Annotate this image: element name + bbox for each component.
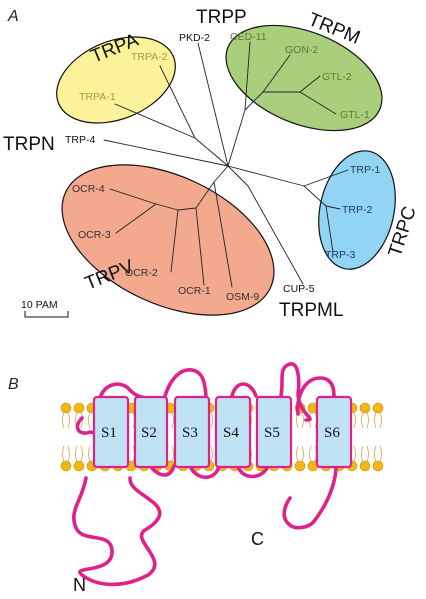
trpp-family-label: TRPP bbox=[196, 7, 247, 28]
gene-label: TRPA-2 bbox=[131, 51, 168, 63]
gene-label: TRP-3 bbox=[325, 249, 355, 261]
trpa-ellipse bbox=[56, 36, 176, 124]
tree-branches bbox=[103, 41, 349, 288]
lipid-tail bbox=[374, 411, 377, 429]
scale-bar-label: 10 PAM bbox=[21, 299, 58, 311]
lipid-tail bbox=[88, 411, 91, 429]
lipid-tail bbox=[80, 445, 83, 463]
lipid-head bbox=[60, 460, 72, 472]
segment-s1-label: S1 bbox=[101, 425, 117, 441]
lipid-tail bbox=[75, 445, 78, 463]
trpv-ellipse bbox=[61, 164, 275, 316]
gene-label: TRPA-1 bbox=[79, 91, 116, 103]
c-terminus-label: C bbox=[251, 529, 264, 549]
segment-s5 bbox=[255, 395, 293, 469]
gene-label: TRP-1 bbox=[350, 164, 380, 176]
lipid-tail bbox=[301, 411, 304, 429]
lipid-head bbox=[359, 460, 371, 472]
segment-s4-label: S4 bbox=[223, 425, 239, 441]
lipid-tail bbox=[361, 445, 364, 463]
panel-a: A bbox=[3, 7, 421, 321]
segment-s5-label: S5 bbox=[264, 425, 280, 441]
scale-bar: 10 PAM bbox=[21, 299, 69, 318]
gene-label: PKD-2 bbox=[179, 32, 210, 44]
segment-s1 bbox=[92, 395, 130, 469]
panel-a-label: A bbox=[7, 8, 19, 25]
trpml-family-label: TRPML bbox=[279, 300, 343, 321]
gene-label: GTL-2 bbox=[322, 71, 352, 83]
lipid-head bbox=[372, 402, 384, 414]
panel-b-label: B bbox=[8, 376, 19, 393]
polypeptide-chain bbox=[72, 362, 338, 587]
n-terminus-label: N bbox=[73, 575, 86, 595]
lipid-tail bbox=[88, 445, 91, 463]
lipid-tail bbox=[366, 411, 369, 429]
lipid-tail bbox=[67, 445, 70, 463]
lipid-tail bbox=[62, 411, 65, 429]
gene-label: TRP-2 bbox=[342, 204, 372, 216]
gene-label: TRP-4 bbox=[65, 134, 95, 146]
gene-label: OCR-2 bbox=[125, 267, 158, 279]
gene-label: GON-2 bbox=[285, 44, 318, 56]
gene-label: OCR-1 bbox=[178, 285, 211, 297]
lipid-tail bbox=[379, 411, 382, 429]
lipid-tail bbox=[379, 445, 382, 463]
lipid-head bbox=[73, 460, 85, 472]
segment-s2-label: S2 bbox=[141, 425, 157, 441]
trpc-ellipse bbox=[318, 150, 396, 270]
lipid-head bbox=[73, 402, 85, 414]
lipid-tail bbox=[296, 445, 299, 463]
lipid-tail bbox=[361, 411, 364, 429]
segment-s2 bbox=[133, 395, 169, 469]
lipid-tail bbox=[366, 445, 369, 463]
lipid-tail bbox=[301, 445, 304, 463]
trpm-ellipse bbox=[225, 24, 383, 132]
lipid-tail bbox=[171, 445, 174, 463]
lipid-tail bbox=[210, 411, 213, 429]
lipid-tail bbox=[171, 411, 174, 429]
trpn-family-label: TRPN bbox=[3, 134, 55, 155]
segment-s3 bbox=[173, 395, 211, 469]
lipid-head bbox=[60, 402, 72, 414]
lipid-tail bbox=[62, 445, 65, 463]
gene-label: CED-11 bbox=[230, 31, 267, 43]
lipid-tail bbox=[353, 411, 356, 429]
segment-s3-label: S3 bbox=[182, 425, 198, 441]
lipid-tail bbox=[309, 445, 312, 463]
lipid-tail bbox=[67, 411, 70, 429]
lipid-tail bbox=[374, 445, 377, 463]
lipid-tail bbox=[210, 445, 213, 463]
segment-s6-label: S6 bbox=[324, 425, 340, 441]
gene-label: GTL-1 bbox=[340, 109, 370, 121]
lipid-head bbox=[359, 402, 371, 414]
gene-label: OSM-9 bbox=[226, 291, 259, 303]
gene-label: OCR-4 bbox=[72, 183, 105, 195]
gene-label: CUP-5 bbox=[283, 283, 315, 295]
gene-label: OCR-3 bbox=[78, 229, 111, 241]
panel-b: B S1 S2 S3 S4 S5 S6 N C bbox=[8, 362, 384, 595]
lipid-head bbox=[294, 460, 306, 472]
segment-s6 bbox=[315, 395, 353, 469]
segment-s4 bbox=[214, 395, 252, 469]
lipid-tail bbox=[353, 445, 356, 463]
lipid-head bbox=[372, 460, 384, 472]
transmembrane-segments: S1 S2 S3 S4 S5 S6 bbox=[92, 395, 353, 469]
